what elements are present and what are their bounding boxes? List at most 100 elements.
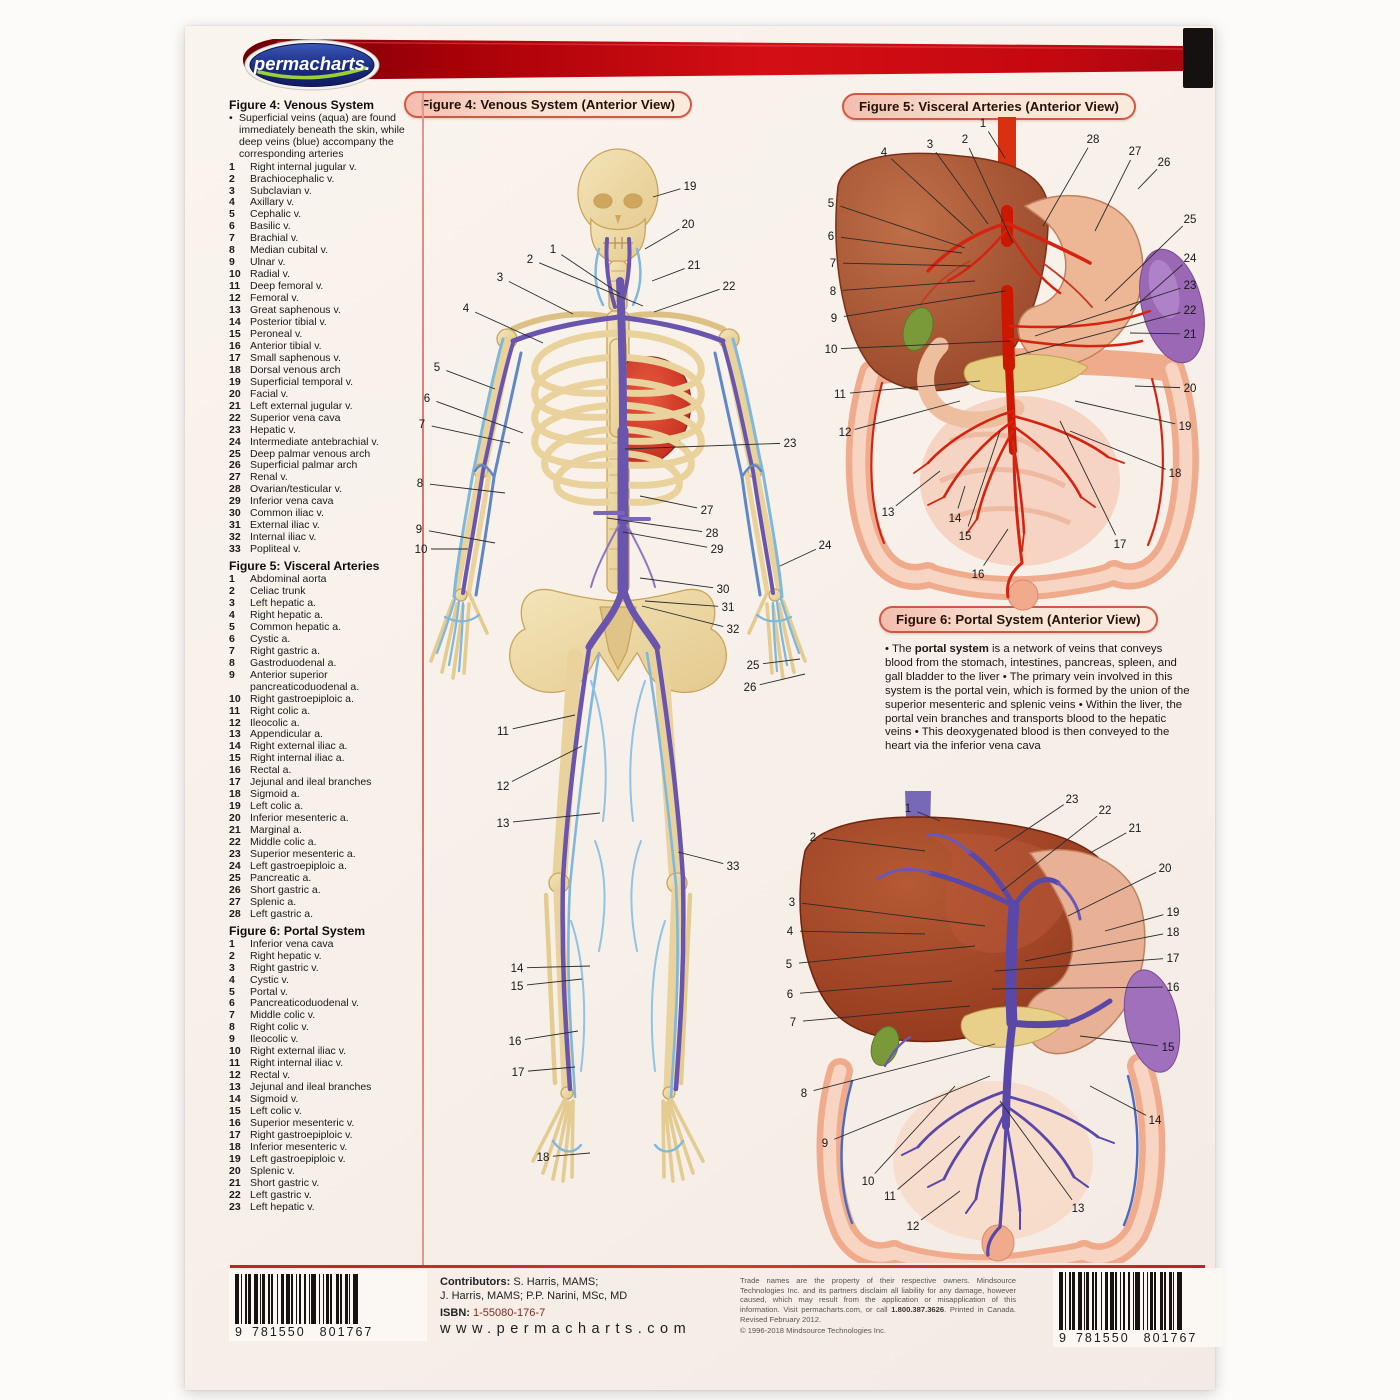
callout-number: 16 — [1167, 982, 1180, 994]
callout-number: 3 — [927, 139, 933, 151]
callout-number: 29 — [711, 544, 724, 556]
barcode-bar — [308, 1274, 311, 1324]
contributors-line2: J. Harris, MAMS; P.P. Narini, MSc, MD — [440, 1290, 628, 1302]
barcode-group2: 801767 — [1143, 1331, 1198, 1345]
callout-number: 17 — [512, 1067, 525, 1079]
barcode-bar — [1109, 1272, 1114, 1330]
callout-leader — [511, 745, 583, 782]
contributors-line1: Contributors: S. Harris, MAMS; — [440, 1275, 730, 1289]
index-item-number: 18 — [229, 788, 241, 801]
index-item-label: Small saphenous v. — [250, 351, 341, 364]
callout-number: 3 — [497, 272, 503, 284]
callout-leader — [1137, 168, 1158, 190]
corner-mark — [1183, 28, 1213, 88]
callout-leader — [840, 205, 966, 249]
barcode-right: 9 781550 801767 — [1053, 1268, 1223, 1347]
callout-number: 33 — [727, 861, 740, 873]
callout-leader — [891, 158, 974, 235]
index-item-label: Jejunal and ileal branches — [250, 1081, 372, 1094]
bottom-rule — [230, 1265, 1205, 1268]
callout-number: 10 — [415, 544, 428, 556]
callout-leader — [991, 986, 1164, 990]
callout-leader — [539, 262, 644, 307]
desc-text: • Within the liver, the portal vein bran… — [885, 698, 1183, 739]
callout-leader — [1134, 385, 1181, 389]
callout-number: 7 — [830, 258, 836, 270]
callout-number: 23 — [1066, 794, 1079, 806]
callout-number: 28 — [706, 528, 719, 540]
callout-leader — [624, 442, 781, 450]
legal-post: . Printed in Canada. Revised February 20… — [740, 1305, 1016, 1324]
callout-leader — [895, 470, 941, 507]
callout-number: 24 — [1184, 253, 1197, 265]
index-item-number: 8 — [229, 656, 235, 669]
callout-number: 20 — [682, 219, 695, 231]
barcode-bar — [1092, 1272, 1094, 1330]
index-item-number: 20 — [229, 387, 241, 400]
logo-text: permacharts. — [253, 53, 370, 74]
index-item-label: Celiac trunk — [250, 585, 306, 598]
barcode-left: 9 781550 801767 — [229, 1270, 427, 1341]
index-item-number: 4 — [229, 608, 235, 621]
callout-leader — [843, 290, 1006, 317]
callout-leader — [431, 425, 511, 444]
barcode-bar — [247, 1274, 251, 1324]
callout-leader — [1014, 312, 1181, 357]
section-heading: Figure 6: Portal System — [229, 923, 366, 938]
barcode-bar — [323, 1274, 325, 1324]
index-item-number: 19 — [229, 800, 241, 813]
index-item-number: 24 — [229, 859, 241, 872]
callout-leader — [822, 837, 926, 852]
index-item-number: 2 — [229, 949, 235, 962]
index-item-label: Posterior tibial v. — [250, 316, 327, 329]
index-item-label: External iliac v. — [250, 519, 320, 532]
barcode-bar — [291, 1274, 293, 1324]
index-item-number: 17 — [229, 1128, 241, 1141]
figure4-venous-system-illustration: 1234567891011121314151617181920212223242… — [415, 148, 832, 1183]
desc-bold: portal system — [914, 643, 989, 655]
callout-number: 4 — [881, 147, 888, 159]
barcode-bar — [1160, 1272, 1163, 1330]
callout-leader — [842, 280, 976, 291]
barcode-bar — [1132, 1272, 1135, 1330]
callout-leader — [644, 600, 719, 607]
callout-number: 16 — [972, 569, 985, 581]
index-item-label: Superior mesenteric v. — [250, 1117, 355, 1130]
callout-leader — [641, 605, 724, 627]
index-item-number: 1 — [229, 573, 235, 586]
legal-pre: Trade names are the property of their re… — [740, 1276, 1016, 1315]
index-item-label: Brachiocephalic v. — [250, 172, 335, 185]
callout-number: 16 — [509, 1036, 522, 1048]
callout-leader — [1129, 264, 1183, 312]
callout-leader — [842, 262, 971, 267]
index-item-label: Superficial temporal v. — [250, 375, 354, 388]
index-item-label: Right hepatic a. — [250, 608, 323, 621]
callout-leader — [1089, 832, 1127, 854]
index-item-number: 1 — [229, 160, 235, 173]
index-item-label: Right gastric v. — [250, 961, 319, 974]
index-item-label: Sigmoid v. — [250, 1093, 299, 1106]
permacharts-logo: permacharts. — [244, 39, 380, 91]
callout-leader — [1129, 332, 1181, 335]
callout-number: 18 — [537, 1152, 550, 1164]
barcode-space — [358, 1274, 359, 1324]
index-item-number: 25 — [229, 447, 241, 460]
vein-art — [435, 237, 801, 1153]
index-item-label: Left hepatic v. — [250, 1200, 315, 1213]
